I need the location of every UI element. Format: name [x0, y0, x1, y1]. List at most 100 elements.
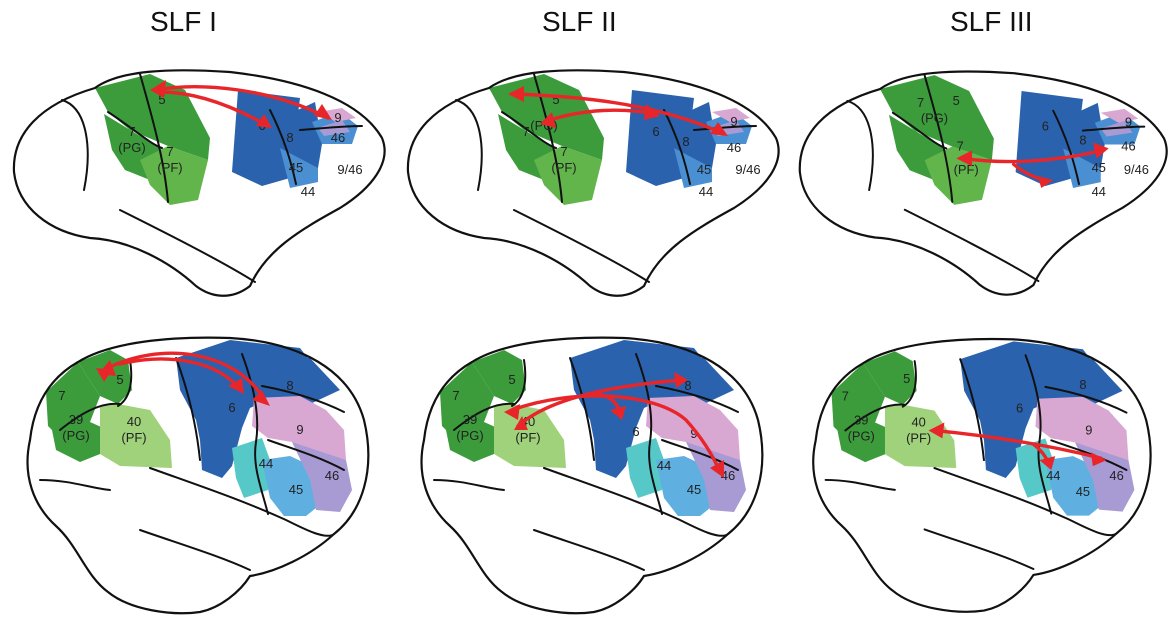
sulcus-sylvian	[513, 209, 650, 283]
label-9-46: 9/46	[337, 162, 362, 177]
top-outline	[12, 69, 386, 297]
label-9: 9	[334, 110, 341, 125]
human-brain-slf-1: 5 7 39 (PG) 40 (PF) 6 8 9 44 45 46	[26, 336, 370, 615]
region-7	[440, 362, 494, 440]
label-44: 44	[1092, 184, 1106, 199]
label-8: 8	[684, 378, 691, 393]
slf3-bottom-arrows	[928, 422, 1107, 471]
region-46	[292, 442, 352, 512]
top-outline	[406, 69, 780, 297]
label-8: 8	[286, 130, 293, 145]
brain-outline	[798, 70, 1168, 296]
region-5	[472, 350, 526, 404]
sulcus-principal	[693, 125, 757, 131]
label-7pf-num: 7	[560, 144, 567, 159]
label-6: 6	[228, 400, 235, 415]
bottom-labels: 5 7 39 (PG) 40 (PF) 6 8 9 44 45 46	[58, 372, 339, 497]
region-9	[318, 108, 356, 122]
label-7pg-sub: (PG)	[921, 111, 948, 126]
bottom-outline	[26, 336, 370, 615]
sulcus-central	[959, 358, 985, 462]
bottom-outline	[812, 337, 1152, 613]
human-brain-slf-2: 5 7 39 (PG) 40 (PF) 6 8 9 44 45 46	[420, 336, 764, 615]
label-8: 8	[1079, 132, 1086, 147]
region-7-pf	[140, 146, 208, 205]
sulcus-arcuate	[1052, 109, 1080, 186]
sulcus-lateral	[543, 467, 729, 537]
monkey-brain-slf-3: 5 7 (PG) 7 (PF) 6 8 9 46 45 9/46 44	[798, 70, 1168, 296]
region-7-pf	[534, 146, 602, 205]
label-7: 7	[842, 389, 849, 404]
arrow-7pf-to-46	[960, 148, 1105, 164]
sulcus-central	[533, 73, 563, 203]
region-40	[494, 404, 566, 468]
sulcus-principal	[1081, 125, 1146, 132]
sulcus-principal	[299, 125, 363, 131]
label-7: 7	[452, 388, 459, 403]
label-5: 5	[116, 372, 123, 387]
label-6: 6	[1016, 401, 1023, 416]
arrow-5-to-6	[158, 90, 270, 128]
label-45: 45	[687, 482, 701, 497]
label-5: 5	[508, 372, 515, 387]
label-7pf-sub: (PF)	[551, 160, 576, 175]
sulcus-intraparietal	[59, 402, 121, 431]
arrowhead-39	[504, 404, 520, 420]
label-46: 46	[331, 130, 345, 145]
region-40	[884, 404, 957, 469]
sulcus-precentral	[1024, 354, 1053, 515]
sulcus-intraparietal	[453, 402, 515, 431]
sulcus-intraparietal	[844, 403, 906, 432]
bottom-labels: 5 7 39 (PG) 40 (PF) 6 8 9 44 45 46	[452, 372, 735, 497]
brain-outline	[406, 69, 780, 297]
human-brain-slf-3: 5 7 39 (PG) 40 (PF) 6 8 9 44 45 46	[812, 337, 1152, 613]
sulcus-temporal	[433, 479, 505, 491]
sulcus-lunate	[455, 99, 483, 191]
label-9-46: 9/46	[1124, 162, 1149, 177]
region-39	[52, 422, 108, 462]
label-46: 46	[325, 468, 339, 483]
region-9	[712, 108, 750, 122]
arrowhead-46	[1092, 142, 1109, 159]
arrowhead-9	[252, 390, 270, 406]
sulcus-central	[175, 357, 201, 461]
slf3-top-arrows	[956, 142, 1109, 189]
sulcus-lunate	[61, 99, 89, 191]
label-5: 5	[953, 93, 960, 108]
sulcus-intraparietal	[501, 111, 557, 149]
label-9: 9	[690, 426, 697, 441]
arrowhead-8	[674, 372, 688, 388]
region-39	[446, 422, 502, 462]
label-6: 6	[1042, 119, 1049, 134]
label-5: 5	[552, 92, 559, 107]
arrow-39-to-46	[510, 394, 722, 474]
brain-outline	[812, 337, 1152, 613]
arrowhead-6	[228, 378, 244, 394]
label-9: 9	[1085, 422, 1092, 437]
label-39: 39	[69, 412, 83, 427]
label-45: 45	[697, 162, 711, 177]
label-7pg-sub: (PG)	[118, 140, 145, 155]
sulcus-inferior-frontal	[267, 439, 345, 471]
region-9	[1100, 108, 1139, 123]
sulcus-arcuate	[269, 109, 297, 185]
sulcus-lateral	[933, 467, 1118, 537]
label-46: 46	[727, 140, 741, 155]
region-46	[686, 442, 746, 512]
label-46: 46	[1109, 468, 1123, 483]
title-slf-1: SLF I	[150, 6, 217, 37]
arrowhead-7pg-lower	[540, 112, 556, 128]
bottom-outline	[420, 336, 764, 615]
sulcus-intraparietal	[107, 111, 163, 149]
sulcus-inferior-frontal	[1050, 439, 1128, 472]
label-44: 44	[1046, 468, 1060, 483]
label-40-sub: (PF)	[515, 430, 540, 445]
sulcus-superior-frontal	[1044, 385, 1128, 414]
brain-outline	[420, 336, 764, 615]
label-7pf-sub: (PF)	[954, 162, 979, 177]
sulcus-inferior-frontal	[661, 439, 739, 471]
arrowhead-44	[1039, 456, 1056, 471]
arrowhead-7pg	[508, 86, 524, 102]
slf1-top-arrows	[150, 80, 332, 128]
label-45: 45	[1092, 160, 1106, 175]
